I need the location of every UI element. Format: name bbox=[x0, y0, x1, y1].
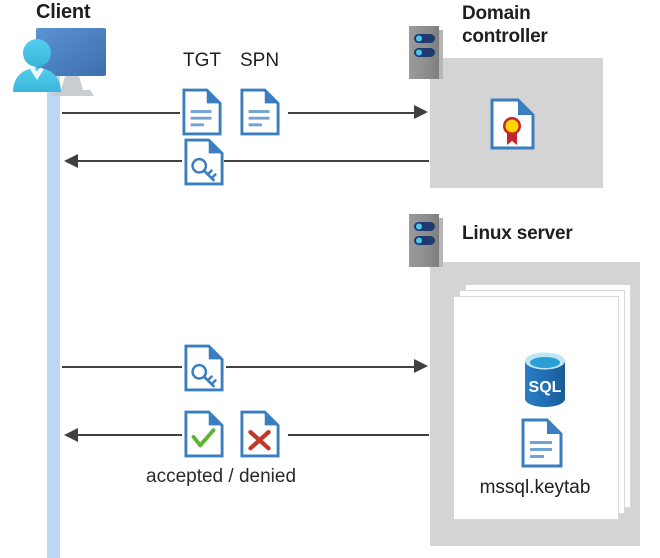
domain-controller-title-line1: Domain bbox=[462, 3, 531, 24]
server-rack-icon bbox=[409, 26, 443, 84]
keytab-filename-label: mssql.keytab bbox=[479, 477, 591, 498]
flow-line-client-to-linux-right bbox=[226, 366, 418, 368]
arrowhead-left-to-client-upper bbox=[62, 152, 78, 175]
tgt-label: TGT bbox=[183, 50, 221, 71]
accepted-denied-label: accepted / denied bbox=[146, 466, 297, 487]
key-document-icon bbox=[184, 138, 224, 191]
sql-database-label: SQL bbox=[529, 379, 562, 396]
keytab-document-icon bbox=[521, 418, 563, 473]
denied-cross-document-icon bbox=[240, 410, 280, 463]
client-workstation-icon bbox=[6, 22, 110, 100]
key-document-icon bbox=[184, 344, 224, 397]
client-title: Client bbox=[36, 1, 91, 23]
spn-label: SPN bbox=[240, 50, 280, 71]
accepted-check-document-icon bbox=[184, 410, 224, 463]
arrowhead-left-to-client-lower bbox=[62, 426, 78, 449]
container-card-front: Container bbox=[453, 296, 619, 520]
server-rack-icon bbox=[409, 214, 443, 272]
domain-controller-title: Domain controller bbox=[462, 2, 622, 48]
domain-controller-title-line2: controller bbox=[462, 26, 548, 47]
flow-line-linux-to-client-right bbox=[288, 434, 429, 436]
flow-line-dc-to-client-right bbox=[224, 160, 429, 162]
arrowhead-right-to-linux bbox=[414, 357, 430, 380]
flow-line-linux-to-client-left bbox=[76, 434, 182, 436]
linux-server-title: Linux server bbox=[462, 223, 573, 244]
certificate-document-icon bbox=[490, 98, 535, 155]
ticket-document-icon bbox=[182, 88, 222, 141]
client-lifeline bbox=[47, 60, 60, 558]
flow-line-dc-to-client-left bbox=[76, 160, 182, 162]
flow-line-client-to-dc-left bbox=[62, 112, 180, 114]
flow-line-client-to-linux-left bbox=[62, 366, 182, 368]
spn-document-icon bbox=[240, 88, 280, 141]
arrowhead-right-to-dc bbox=[414, 103, 430, 126]
sql-database-icon: SQL bbox=[521, 351, 569, 414]
flow-line-client-to-dc-right bbox=[288, 112, 418, 114]
